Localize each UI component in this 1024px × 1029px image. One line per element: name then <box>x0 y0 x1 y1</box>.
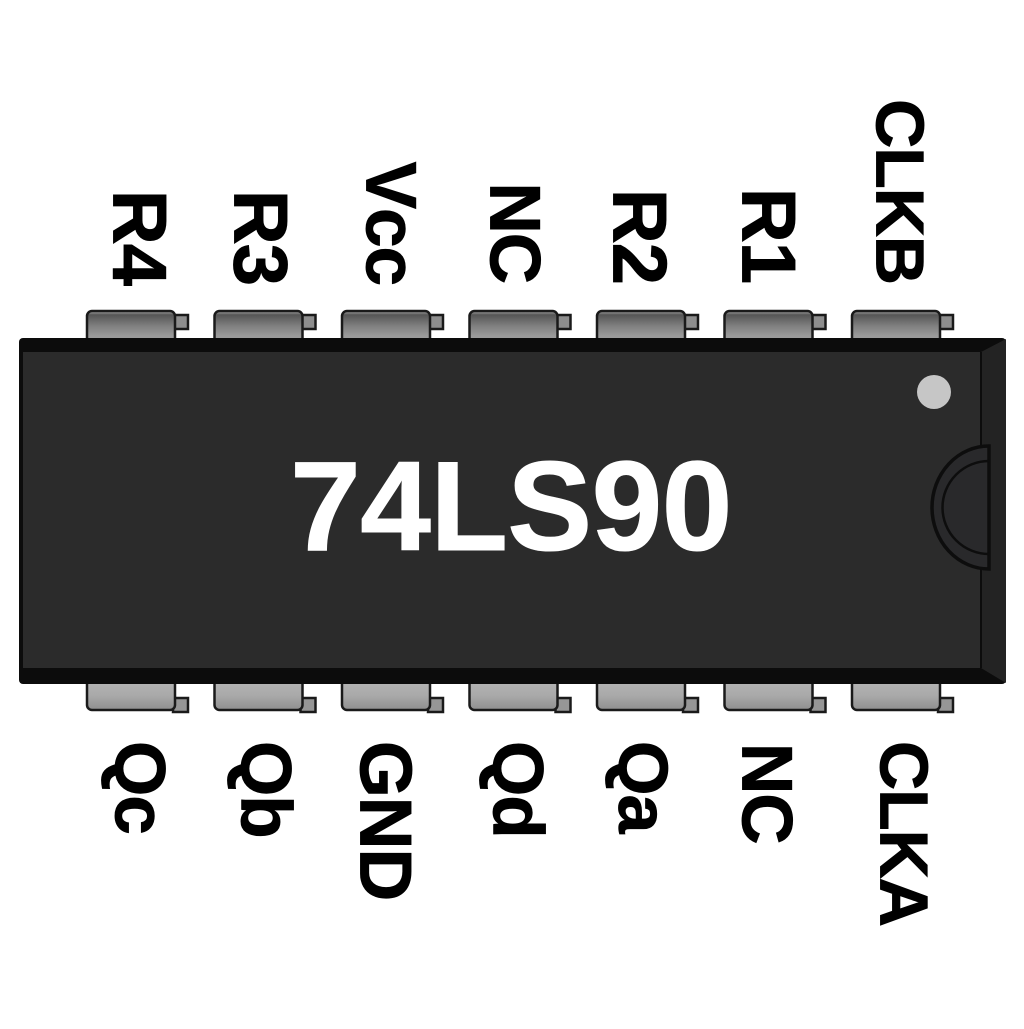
svg-text:NC: NC <box>726 743 805 844</box>
svg-text:R2: R2 <box>597 189 682 284</box>
svg-text:CLKB: CLKB <box>862 99 938 284</box>
svg-text:Qd: Qd <box>477 741 556 838</box>
svg-text:NC: NC <box>474 182 553 283</box>
svg-text:R1: R1 <box>726 188 811 283</box>
svg-text:Qa: Qa <box>604 741 682 834</box>
svg-text:CLKA: CLKA <box>866 741 942 926</box>
svg-text:R4: R4 <box>97 190 182 286</box>
svg-text:GND: GND <box>345 741 426 900</box>
svg-text:Vcc: Vcc <box>350 162 429 285</box>
svg-text:74LS90: 74LS90 <box>290 435 732 577</box>
svg-text:Qc: Qc <box>99 741 178 834</box>
svg-text:R3: R3 <box>218 190 303 285</box>
svg-text:Qb: Qb <box>225 741 304 838</box>
